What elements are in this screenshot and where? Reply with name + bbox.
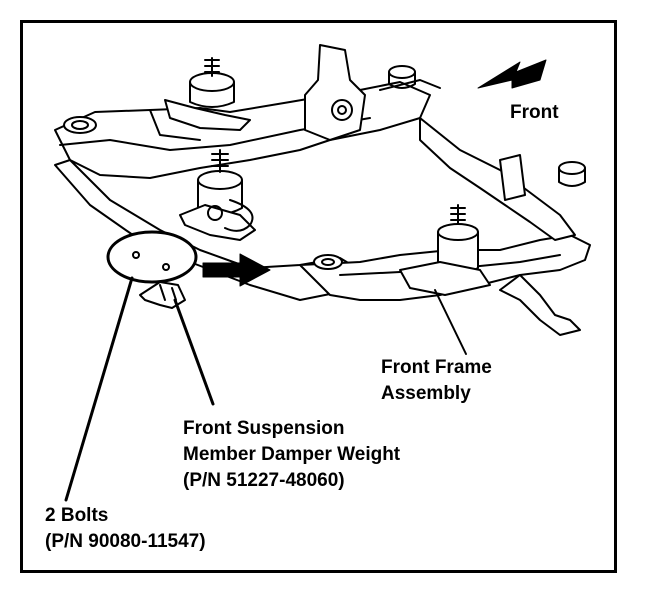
front-frame-assembly-drawing xyxy=(54,44,591,336)
leader-line-frame xyxy=(434,289,467,355)
bolts-label: 2 Bolts (P/N 90080-11547) xyxy=(45,505,206,552)
frame-assembly-label: Front Frame Assembly xyxy=(381,357,492,404)
damper-weight-detail xyxy=(106,230,198,309)
leader-line-bolts xyxy=(64,276,134,502)
front-label: Front xyxy=(510,102,559,123)
diagram-frame xyxy=(20,20,617,573)
leader-line-damper xyxy=(173,298,215,406)
damper-weight-label: Front Suspension Member Damper Weight (P… xyxy=(183,418,401,491)
front-arrow-icon xyxy=(477,59,547,89)
forward-arrow-icon xyxy=(202,253,271,287)
